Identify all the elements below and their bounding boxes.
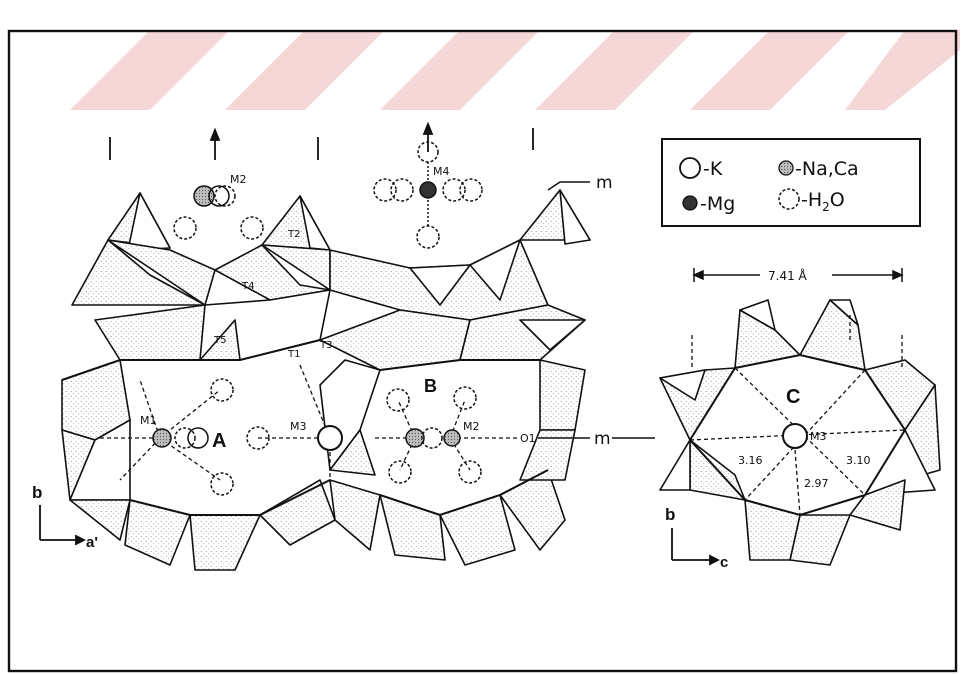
dashed-lines-a (98, 364, 331, 481)
label-m1: M1 (140, 414, 157, 427)
label-dist-left: 3.16 (738, 454, 763, 467)
legend: -K -Na,Ca -Mg -H2O (661, 138, 921, 227)
legend-mg-symbol (682, 195, 698, 211)
mirror-line-marks (538, 181, 655, 439)
label-m4: M4 (433, 165, 450, 178)
label-dist-bottom: 2.97 (804, 477, 829, 490)
axis-b-right: b (665, 505, 675, 524)
label-m-mid: m (594, 429, 611, 449)
label-t4: T4 (241, 281, 254, 292)
dashed-lines-b (375, 399, 520, 471)
legend-box (661, 138, 921, 227)
top-ticks (109, 121, 534, 160)
legend-h2o-symbol (778, 188, 800, 210)
legend-k-symbol (679, 157, 701, 179)
label-m-top: m (596, 173, 613, 193)
cavity-b-atoms (386, 386, 482, 484)
label-t2: T2 (287, 229, 300, 240)
legend-mg-label: -Mg (700, 193, 735, 215)
cavity-a-atoms (152, 378, 343, 496)
legend-k-label: -K (703, 158, 723, 180)
legend-h2o-label: -H2O (801, 189, 845, 214)
label-dist-right: 3.10 (846, 454, 871, 467)
label-m3-left: M3 (290, 420, 307, 433)
axis-b-left: b (32, 483, 42, 502)
label-m3-right: M3 (810, 430, 827, 443)
label-m2-mid: M2 (463, 420, 480, 433)
m4-cluster (373, 141, 483, 249)
label-t1: T1 (287, 349, 300, 360)
legend-naca-symbol (778, 160, 794, 176)
label-cavity-c: C (786, 386, 800, 408)
axes-left (39, 505, 87, 546)
axis-c-right: c (720, 554, 728, 571)
label-m2-top: M2 (230, 173, 247, 186)
axes-right (671, 528, 721, 566)
outer-frame (7, 29, 958, 673)
label-o1: O1 (520, 432, 536, 445)
m2-top-cluster (173, 185, 264, 240)
ring-c-outline (688, 353, 907, 517)
watermark-stripes (70, 30, 960, 110)
label-t5: T5 (213, 335, 226, 346)
ring-outlines (61, 339, 549, 517)
axis-a-left: a' (86, 534, 98, 551)
label-width: 7.41 Å (768, 268, 808, 283)
m3-right-atom (782, 423, 808, 449)
legend-naca-label: -Na,Ca (795, 158, 859, 180)
left-framework (61, 189, 591, 571)
label-t3: T3 (319, 340, 332, 351)
label-cavity-a: A (212, 430, 226, 452)
label-cavity-b: B (424, 376, 437, 396)
width-dimension (692, 268, 904, 282)
ring-c-framework (659, 299, 941, 566)
